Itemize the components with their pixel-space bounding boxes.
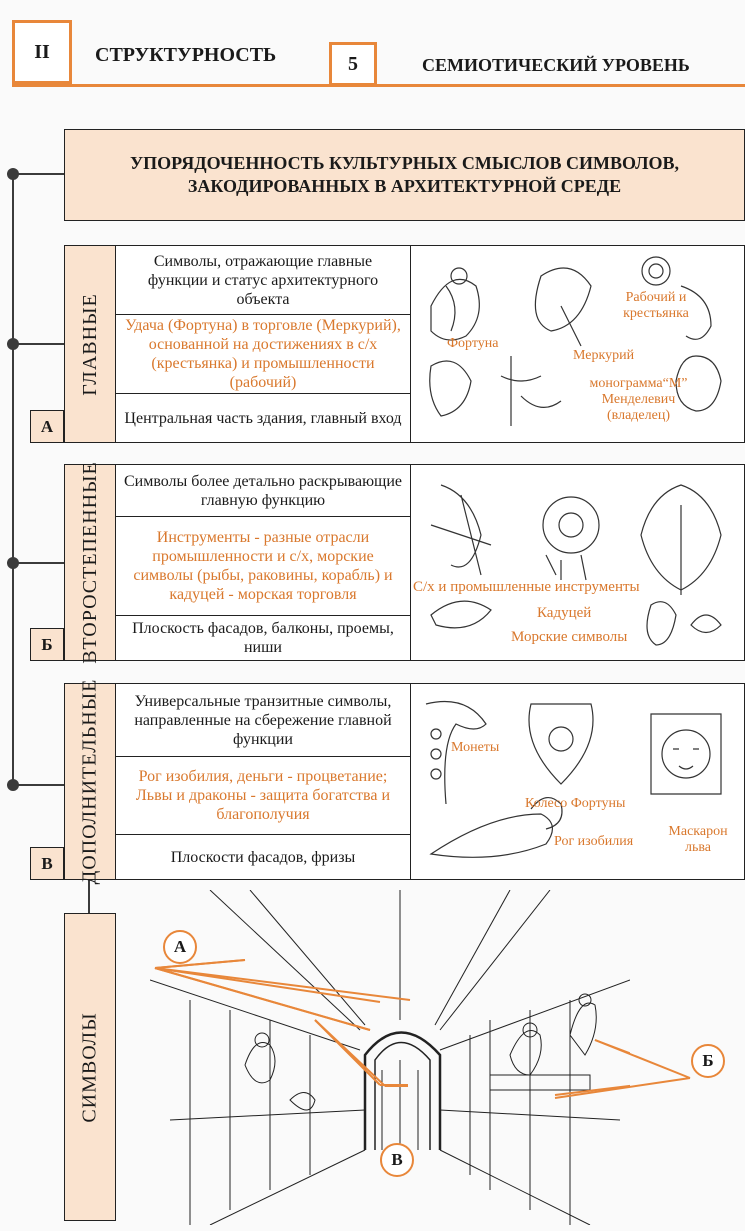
group-a-description: Символы, отражающие главные функции и ст…: [115, 245, 411, 315]
group-b-image-panel: С/х и промышленные инструменты Кадуцей М…: [410, 464, 745, 661]
section-number: II: [34, 40, 50, 63]
connector-dot-main: [7, 338, 19, 350]
main-title: УПОРЯДОЧЕННОСТЬ КУЛЬТУРНЫХ СМЫСЛОВ СИМВО…: [129, 153, 680, 196]
connector-dot-additional: [7, 779, 19, 791]
sketch-marker-v: В: [380, 1143, 414, 1177]
group-b-location: Плоскость фасадов, балконы, проемы, ниши: [115, 615, 411, 661]
group-label-main: ГЛАВНЫЕ: [64, 245, 116, 443]
group-b-description: Символы более детально раскрывающие глав…: [115, 464, 411, 517]
label-cornucopia: Рог изобилия: [554, 834, 634, 849]
group-v-image-panel: Монеты Колесо Фортуны Рог изобилия Маска…: [410, 683, 745, 880]
group-a-image-panel: Рабочий и крестьянка Фортуна Меркурий мо…: [410, 245, 745, 443]
symbols-label-box: СИМВОЛЫ: [64, 913, 116, 1221]
group-v-description: Универсальные транзитные символы, направ…: [115, 683, 411, 757]
label-caduceus: Кадуцей: [537, 605, 592, 621]
label-coins: Монеты: [451, 740, 500, 755]
group-v-meaning: Рог изобилия, деньги - процветание; Львы…: [115, 756, 411, 835]
group-a-location: Центральная часть здания, главный вход: [115, 393, 411, 443]
level-number: 5: [348, 52, 358, 75]
group-b-sketches: [430, 484, 722, 646]
header-underline: [12, 84, 745, 87]
group-letter-b: Б: [30, 628, 64, 661]
label-tools: С/х и промышленные инструменты: [413, 579, 640, 595]
group-b-meaning: Инструменты - разные отрасли промышленно…: [115, 516, 411, 616]
level-number-box: 5: [329, 42, 377, 86]
sketch-marker-a: А: [163, 930, 197, 964]
group-v-location: Плоскости фасадов, фризы: [115, 834, 411, 880]
section-number-box: II: [12, 20, 72, 84]
main-title-box: УПОРЯДОЧЕННОСТЬ КУЛЬТУРНЫХ СМЫСЛОВ СИМВО…: [64, 129, 745, 221]
group-label-secondary: ВТОРОСТЕПЕННЫЕ: [64, 461, 116, 664]
connector-dot-title: [7, 168, 19, 180]
group-v-sketches: [425, 700, 722, 858]
level-title: СЕМИОТИЧЕСКИЙ УРОВЕНЬ: [422, 55, 690, 75]
sketch-marker-b: Б: [691, 1044, 725, 1078]
label-fortuna: Фортуна: [447, 336, 499, 351]
group-a-sketches: [429, 256, 722, 426]
group-a-meaning: Удача (Фортуна) в торговле (Меркурий), о…: [115, 314, 411, 394]
label-marine-symbols: Морские символы: [511, 629, 628, 645]
label-monogram: монограмма“М” Менделевич (владелец): [589, 376, 688, 423]
connector-dot-secondary: [7, 557, 19, 569]
label-mercury: Меркурий: [573, 348, 635, 363]
label-worker-peasant: Рабочий и крестьянка: [623, 290, 689, 321]
group-letter-v: В: [30, 847, 64, 880]
label-lion-mascaron: Маскарон льва: [668, 824, 728, 855]
group-letter-a: А: [30, 410, 64, 443]
label-wheel-of-fortune: Колесо Фортуны: [525, 796, 626, 811]
section-title: СТРУКТУРНОСТЬ: [95, 44, 277, 66]
tree-connector: [12, 173, 90, 913]
